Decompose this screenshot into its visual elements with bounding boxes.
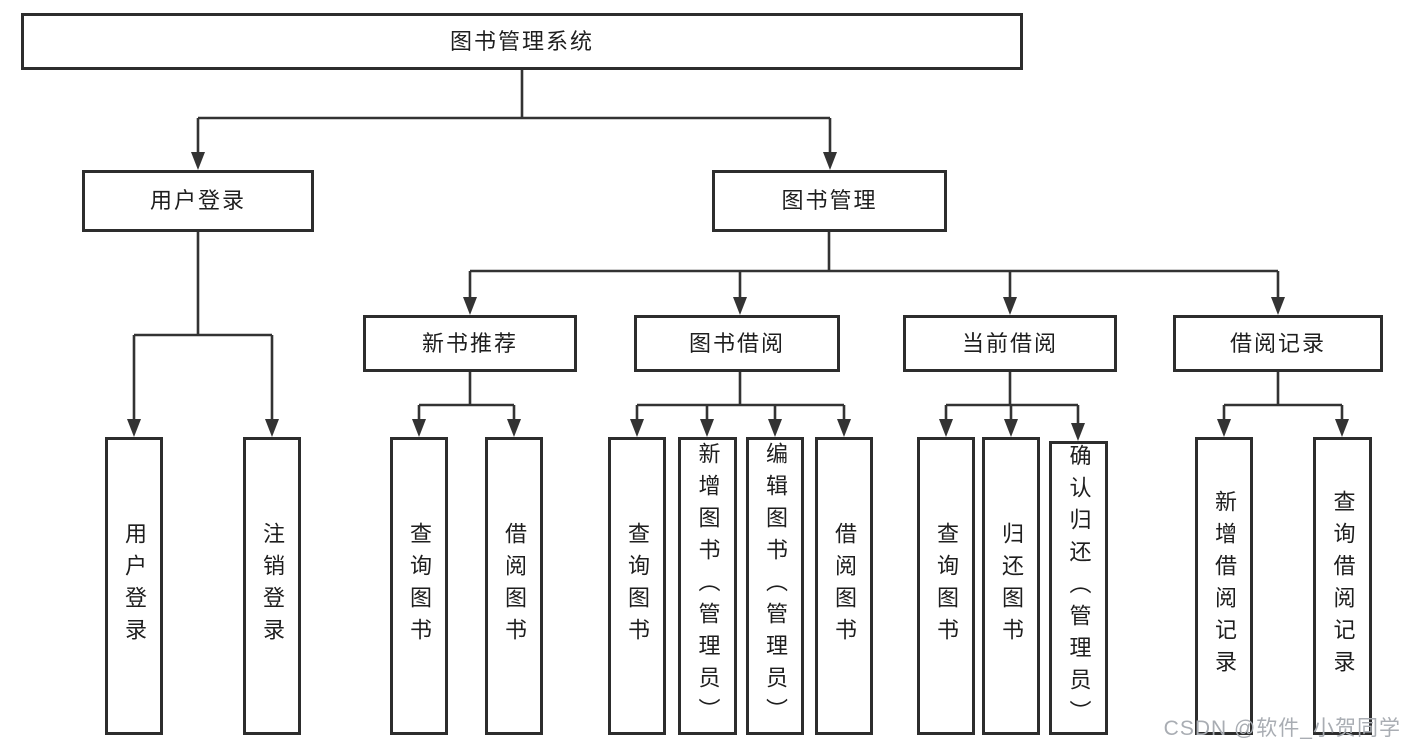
arrowhead-icon (939, 419, 953, 437)
node-user-login: 用户登录 (82, 170, 314, 232)
node-label: 图书管理系统 (449, 28, 594, 54)
node-label: 图书借阅 (688, 330, 785, 356)
arrowhead-icon (463, 297, 477, 315)
connector-line (196, 70, 832, 154)
connector-line (132, 232, 274, 421)
arrowhead-icon (507, 419, 521, 437)
node-label: 借阅记录 (1229, 330, 1326, 356)
arrowhead-icon (1271, 297, 1285, 315)
node-leaf-br-add-record: 新增借阅记录 (1195, 437, 1253, 735)
node-new-book-rec: 新书推荐 (363, 315, 577, 372)
arrowhead-icon (630, 419, 644, 437)
arrowhead-icon (1003, 297, 1017, 315)
watermark: CSDN @软件_小贺同学 (1163, 717, 1401, 740)
node-leaf-bb-add-books: 新增图书（管理员） (678, 437, 737, 735)
node-label: 借阅图书 (502, 522, 527, 650)
node-borrow-record: 借阅记录 (1173, 315, 1383, 372)
node-label: 图书管理 (781, 188, 878, 213)
node-label: 当前借阅 (961, 330, 1058, 356)
node-label: 用户登录 (149, 188, 246, 213)
node-label: 借阅图书 (832, 522, 857, 650)
arrowhead-icon (191, 152, 205, 170)
connector-line (1222, 372, 1344, 421)
node-current-borrow: 当前借阅 (903, 315, 1117, 372)
arrowhead-icon (412, 419, 426, 437)
arrowhead-icon (837, 419, 851, 437)
arrowhead-icon (1335, 419, 1349, 437)
node-leaf-cb-return-books: 归还图书 (982, 437, 1040, 735)
node-root: 图书管理系统 (21, 13, 1023, 70)
connector-line (944, 372, 1080, 424)
arrowhead-icon (1071, 423, 1085, 441)
edge-book-mgmt-to-level2 (463, 232, 1285, 315)
node-book-mgmt: 图书管理 (712, 170, 947, 232)
connector-line (635, 372, 846, 421)
edge-borrow-record-to-children (1217, 372, 1349, 437)
arrowhead-icon (733, 297, 747, 315)
node-label: 编辑图书（管理员） (763, 442, 788, 730)
arrowhead-icon (127, 419, 141, 437)
node-label: 用户登录 (122, 522, 147, 650)
node-leaf-bb-edit-books: 编辑图书（管理员） (746, 437, 804, 735)
node-label: 新书推荐 (421, 330, 518, 356)
arrowhead-icon (1217, 419, 1231, 437)
arrowhead-icon (768, 419, 782, 437)
node-leaf-logout: 注销登录 (243, 437, 301, 735)
node-label: 查询图书 (625, 522, 650, 650)
node-leaf-cb-query-books: 查询图书 (917, 437, 975, 735)
node-label: 查询图书 (407, 522, 432, 650)
node-label: 注销登录 (260, 522, 285, 650)
node-label: 新增借阅记录 (1212, 490, 1237, 682)
node-label: 查询借阅记录 (1330, 490, 1356, 682)
arrowhead-icon (700, 419, 714, 437)
arrowhead-icon (823, 152, 837, 170)
node-leaf-bb-query-books: 查询图书 (608, 437, 666, 735)
node-label: 新增图书（管理员） (695, 442, 721, 730)
node-leaf-bb-borrow-books: 借阅图书 (815, 437, 873, 735)
connector-line (468, 232, 1280, 299)
edge-root-to-level1 (191, 70, 837, 170)
arrowhead-icon (265, 419, 279, 437)
edge-book-borrow-to-children (630, 372, 851, 437)
edge-current-borrow-to-children (939, 372, 1085, 441)
node-leaf-rec-query-books: 查询图书 (390, 437, 448, 735)
node-leaf-cb-confirm-return: 确认归还（管理员） (1049, 441, 1108, 735)
edge-new-book-rec-to-children (412, 372, 521, 437)
arrowhead-icon (1004, 419, 1018, 437)
connector-line (417, 372, 516, 421)
node-book-borrow: 图书借阅 (634, 315, 840, 372)
node-leaf-rec-borrow-books: 借阅图书 (485, 437, 543, 735)
node-label: 确认归还（管理员） (1066, 444, 1092, 732)
node-leaf-br-query-record: 查询借阅记录 (1313, 437, 1372, 735)
node-leaf-login: 用户登录 (105, 437, 163, 735)
node-label: 查询图书 (934, 522, 959, 650)
node-label: 归还图书 (999, 522, 1024, 650)
edge-user-login-to-children (127, 232, 279, 437)
